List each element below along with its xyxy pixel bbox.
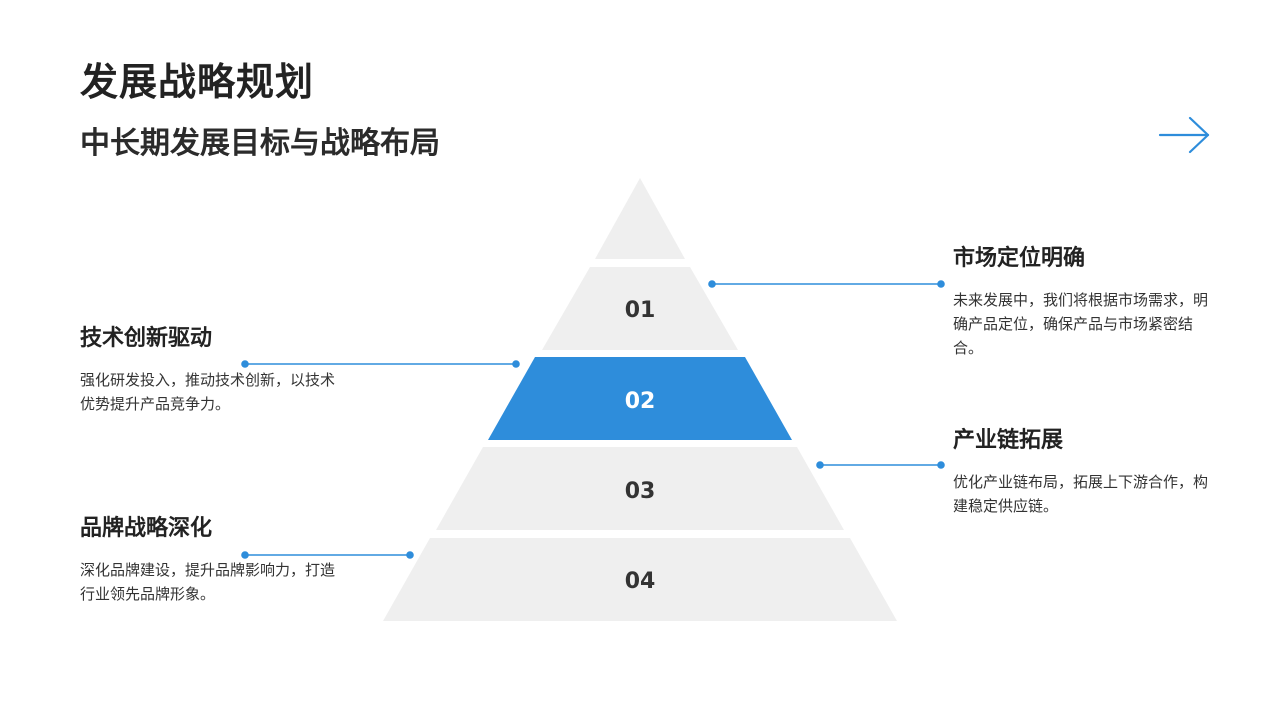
callout-body: 优化产业链布局，拓展上下游合作，构建稳定供应链。 [953,473,1209,515]
pyramid-layer-01 [542,267,738,350]
callout-body: 未来发展中，我们将根据市场需求，明确产品定位，确保产品与市场紧密结合。 [953,291,1209,357]
connector-market-positioning [708,280,945,288]
page-title: 发展战略规划 [80,60,315,104]
callout-heading: 技术创新驱动 [80,326,213,351]
callout-body: 强化研发投入，推动技术创新，以技术优势提升产品竞争力。 [80,371,336,413]
connector-brand-strategy [241,551,414,559]
arrow-right-icon[interactable] [1154,112,1216,158]
page-subtitle: 中长期发展目标与战略布局 [80,126,440,161]
layer-number-04: 04 [625,569,656,594]
callout-market-positioning: 市场定位明确 未来发展中，我们将根据市场需求，明确产品定位，确保产品与市场紧密结… [953,244,1213,360]
callout-body: 深化品牌建设，提升品牌影响力，打造行业领先品牌形象。 [80,561,336,603]
layer-number-02: 02 [625,389,656,414]
pyramid-layer-02 [488,357,792,440]
callout-tech-innovation: 技术创新驱动 强化研发投入，推动技术创新，以技术优势提升产品竞争力。 [80,324,340,416]
connector-industry-chain [816,461,945,469]
connector-tech-innovation [241,360,520,368]
callout-heading: 产业链拓展 [953,428,1064,453]
pyramid-layer-04 [383,538,897,621]
pyramid-layer-top [595,178,685,259]
callout-heading: 品牌战略深化 [80,516,213,541]
callout-industry-chain: 产业链拓展 优化产业链布局，拓展上下游合作，构建稳定供应链。 [953,426,1213,518]
layer-number-01: 01 [625,298,656,323]
callout-heading: 市场定位明确 [953,246,1086,271]
layer-number-03: 03 [625,479,656,504]
callout-brand-strategy: 品牌战略深化 深化品牌建设，提升品牌影响力，打造行业领先品牌形象。 [80,514,340,606]
pyramid-layer-03 [436,447,844,530]
